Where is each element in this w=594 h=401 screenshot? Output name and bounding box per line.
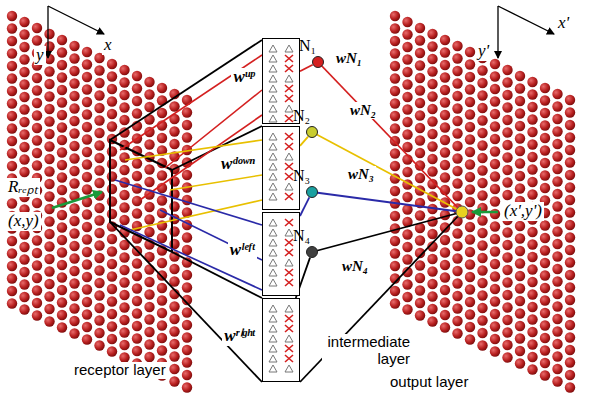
label: y xyxy=(34,46,46,65)
weight-lines xyxy=(115,55,262,290)
output-lines xyxy=(312,62,462,252)
neuron-circle: N₂ xyxy=(306,126,318,138)
pointer-arrow xyxy=(472,211,498,214)
neuron-label: N₄ xyxy=(291,227,312,245)
label: wN₄ xyxy=(340,258,370,275)
weight-panel: wʳⁱᵍʰᵗ xyxy=(262,298,300,382)
connector xyxy=(300,197,309,216)
neuron-circle: N₁ xyxy=(312,56,324,68)
neuron-circle: N₄ xyxy=(306,246,318,258)
label: wN₃ xyxy=(346,166,376,183)
connector xyxy=(300,65,313,72)
weight-label: wʳⁱᵍʰᵗ xyxy=(222,327,257,346)
neuron-label: N₁ xyxy=(297,37,318,55)
weight-symbols xyxy=(263,299,299,381)
output-point xyxy=(456,206,468,218)
weight-label: wᵈᵒʷⁿ xyxy=(219,155,257,174)
label: receptor layer xyxy=(72,362,168,379)
label: wN₂ xyxy=(348,102,378,119)
output-grid xyxy=(390,11,575,393)
label: x' xyxy=(556,14,571,33)
weight-panel: wˡᵉᶠᵗ xyxy=(262,212,300,296)
label: (x',y') xyxy=(502,202,544,221)
label: x xyxy=(102,36,114,55)
label: y' xyxy=(476,42,491,61)
label: (x,y) xyxy=(6,212,41,231)
label: output layer xyxy=(388,374,470,391)
label: wN₁ xyxy=(334,50,364,67)
neuron-label: N₃ xyxy=(291,167,312,185)
weight-label: wᵘᵖ xyxy=(231,68,257,87)
receptor-grid xyxy=(7,11,192,393)
label: Rᵣₑₚₜ xyxy=(6,178,40,197)
label: intermediate layer xyxy=(322,334,412,367)
weight-label: wˡᵉᶠᵗ xyxy=(228,241,257,260)
connector xyxy=(300,137,308,146)
pointer-arrow xyxy=(52,192,102,208)
weight-symbols xyxy=(263,213,299,295)
neuron-circle: N₃ xyxy=(306,186,318,198)
projection-lines xyxy=(110,40,462,382)
neuron-label: N₂ xyxy=(291,107,312,125)
